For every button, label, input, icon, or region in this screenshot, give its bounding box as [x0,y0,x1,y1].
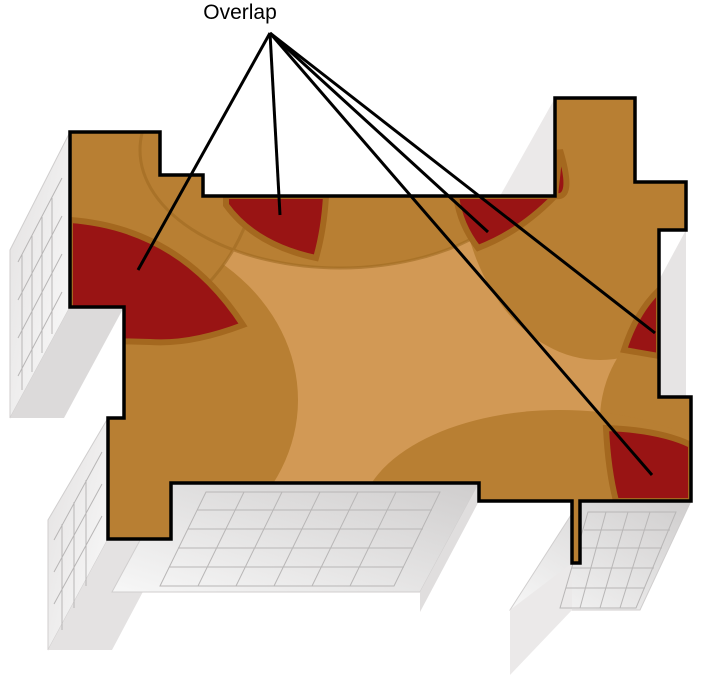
overlap-callout-label: Overlap [203,1,277,24]
window-grid-left-upper [17,177,63,390]
window-grid-bottom [159,491,441,587]
overlap-zone-top-right [452,149,570,252]
top-right-wall [500,98,555,196]
callout-line-right-middle [269,31,656,335]
callout-lines [136,31,656,476]
callout-line-top-center [268,32,282,216]
building-walls [9,98,692,675]
callout-line-bottom-right [268,32,654,476]
overlap-zone-top-center [223,193,330,262]
overlap-zone-bottom-right [602,424,691,504]
floor-outline [68,96,693,565]
window-grid-left-lower [53,451,103,630]
callout-line-left-upper [136,32,272,271]
callout-line-top-right [268,31,490,234]
